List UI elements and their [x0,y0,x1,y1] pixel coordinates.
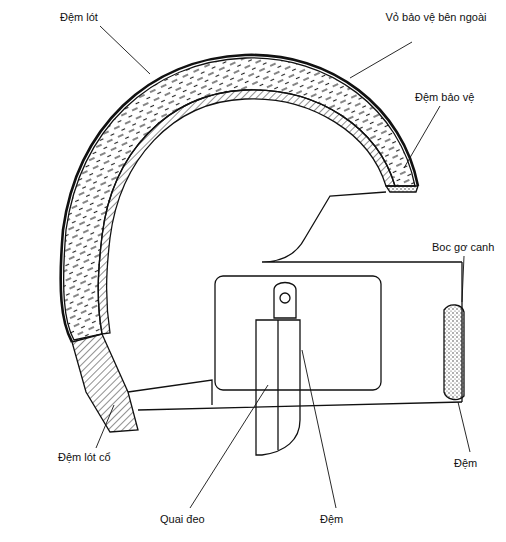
protective-foam [64,58,415,340]
ear-pad [215,276,381,390]
leader-line [404,106,440,168]
part-label: Vỏ bảo vệ bên ngoài [382,10,490,24]
leader-line [190,385,268,508]
face-cushion [444,305,464,400]
leader-line [96,405,114,448]
part-label: Quai đeo [160,512,230,526]
leader-line [462,256,464,302]
part-label: Đệm bảo vệ [415,90,495,104]
buckle-hole [280,293,290,303]
part-label: Đệm [320,512,370,526]
part-label: Đệm lót [60,10,130,24]
outer-shell [61,55,418,342]
shell-rim [386,186,418,192]
helmet-drawing [61,55,464,455]
strap [256,283,300,456]
inner-liner [98,90,395,334]
lower-frame [128,192,462,410]
leader-line [100,26,150,74]
leader-line [458,402,470,452]
part-label: Boc gơ canh [432,240,502,254]
leader-line [350,42,412,78]
part-label: Đệm [454,456,502,470]
part-label: Đệm lót cổ [58,450,138,464]
strap-line [277,320,278,450]
neck-pad [72,334,138,432]
leader-line [302,350,336,508]
leader-lines [96,26,470,508]
